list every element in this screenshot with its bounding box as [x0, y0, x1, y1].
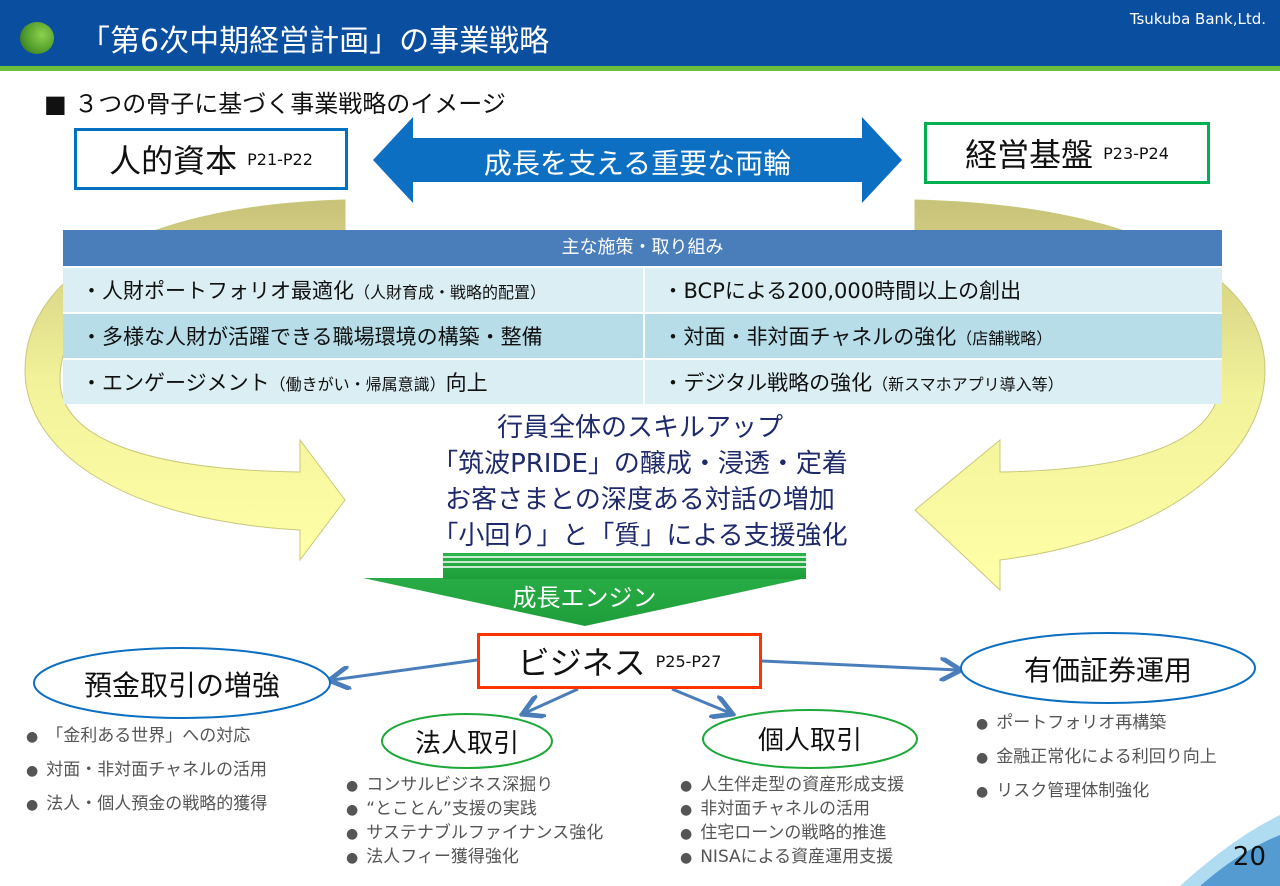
human-capital-box: 人的資本 P21-P22	[74, 128, 348, 190]
table-header: 主な施策・取り組み	[63, 230, 1222, 266]
list-item: 住宅ローンの戦略的推進	[680, 822, 904, 846]
personal-list: 人生伴走型の資産形成支援 非対面チャネルの活用 住宅ローンの戦略的推進 NISA…	[680, 774, 904, 870]
table-cell: ・エンゲージメント（働きがい・帰属意識）向上	[63, 358, 643, 404]
business-box: ビジネス P25-P27	[477, 633, 762, 689]
table-cell: ・デジタル戦略の強化（新スマホアプリ導入等）	[642, 358, 1222, 404]
list-item: 金融正常化による利回り向上	[976, 741, 1217, 775]
brand-name: Tsukuba Bank,Ltd.	[1129, 10, 1266, 28]
list-item: リスク管理体制強化	[976, 775, 1217, 809]
table-cell: ・多様な人財が活躍できる職場環境の構築・整備	[63, 312, 643, 358]
list-item: 非対面チャネルの活用	[680, 798, 904, 822]
securities-ellipse	[960, 632, 1256, 704]
header-accent-line	[0, 66, 1280, 71]
table-row: ・エンゲージメント（働きがい・帰属意識）向上 ・デジタル戦略の強化（新スマホアプ…	[63, 358, 1222, 404]
deposit-list: 「金利ある世界」への対応 対面・非対面チャネルの活用 法人・個人預金の戦略的獲得	[26, 720, 267, 822]
management-base-box: 経営基盤 P23-P24	[924, 122, 1210, 184]
list-item: サステナブルファイナンス強化	[346, 822, 603, 846]
header-bar	[0, 0, 1280, 66]
corporate-list: コンサルビジネス深掘り “とことん”支援の実践 サステナブルファイナンス強化 法…	[346, 774, 603, 870]
page-number: 20	[1232, 842, 1266, 872]
securities-label: 有価証券運用	[1023, 654, 1192, 687]
list-item: 「金利ある世界」への対応	[26, 720, 267, 754]
arrow-to-deposit	[332, 658, 478, 680]
center-goals: 行員全体のスキルアップ 「筑波PRIDE」の醸成・浸透・定着 お客さまとの深度あ…	[300, 410, 980, 554]
green-ball-icon	[20, 22, 54, 54]
goal-line: 「筑波PRIDE」の醸成・浸透・定着	[432, 449, 848, 479]
list-item: “とことん”支援の実践	[346, 798, 603, 822]
list-item: 法人フィー獲得強化	[346, 846, 603, 870]
list-item: 対面・非対面チャネルの活用	[26, 754, 267, 788]
corporate-ellipse	[381, 713, 553, 769]
list-item: ポートフォリオ再構築	[976, 707, 1217, 741]
table-row: ・多様な人財が活躍できる職場環境の構築・整備 ・対面・非対面チャネルの強化（店舗…	[63, 312, 1222, 358]
list-item: NISAによる資産運用支援	[680, 846, 904, 870]
corporate-label: 法人取引	[414, 729, 519, 759]
business-pages: P25-P27	[655, 651, 722, 671]
human-capital-pages: P21-P22	[247, 149, 313, 169]
initiatives-table: 主な施策・取り組み ・人財ポートフォリオ最適化（人財育成・戦略的配置） ・BCP…	[63, 230, 1222, 404]
list-item: 法人・個人預金の戦略的獲得	[26, 788, 267, 822]
goal-line: 「小回り」と「質」による支援強化	[432, 521, 848, 551]
personal-label: 個人取引	[757, 726, 862, 756]
securities-list: ポートフォリオ再構築 金融正常化による利回り向上 リスク管理体制強化	[976, 707, 1217, 809]
goal-line: お客さまとの深度ある対話の増加	[445, 485, 835, 515]
table-row: ・人財ポートフォリオ最適化（人財育成・戦略的配置） ・BCPによる200,000…	[63, 266, 1222, 312]
goal-line: 行員全体のスキルアップ	[496, 413, 783, 443]
arrow-to-personal	[671, 687, 730, 713]
double-arrow-label: 成長を支える重要な両輪	[483, 147, 792, 180]
personal-ellipse	[702, 709, 918, 769]
table-cell: ・BCPによる200,000時間以上の創出	[642, 266, 1222, 312]
arrow-to-corporate	[525, 687, 579, 713]
deposit-ellipse	[33, 647, 331, 719]
double-arrow	[373, 117, 902, 203]
section-subtitle: ■ ３つの骨子に基づく事業戦略のイメージ	[44, 90, 506, 118]
arrow-to-securities	[761, 661, 958, 670]
management-base-label: 経営基盤	[965, 136, 1094, 174]
table-cell: ・対面・非対面チャネルの強化（店舗戦略）	[642, 312, 1222, 358]
human-capital-label: 人的資本	[109, 142, 238, 180]
list-item: コンサルビジネス深掘り	[346, 774, 603, 798]
business-label: ビジネス	[517, 644, 646, 682]
page-title: 「第6次中期経営計画」の事業戦略	[80, 24, 550, 59]
management-base-pages: P23-P24	[1103, 143, 1169, 163]
list-item: 人生伴走型の資産形成支援	[680, 774, 904, 798]
table-cell: ・人財ポートフォリオ最適化（人財育成・戦略的配置）	[63, 266, 643, 312]
deposit-label: 預金取引の増強	[83, 669, 280, 702]
growth-engine-label: 成長エンジン	[512, 584, 657, 612]
